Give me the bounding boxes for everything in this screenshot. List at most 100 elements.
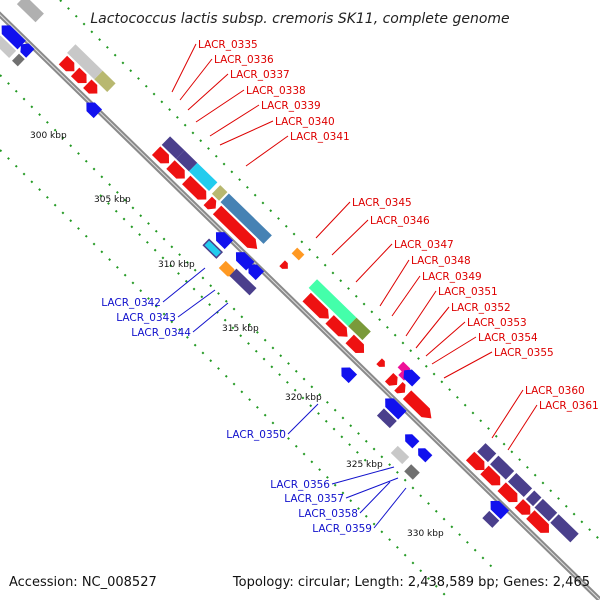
- cluster-blue-3: [248, 264, 265, 281]
- cog-block: [534, 498, 558, 522]
- gene-label-lacr-0359: LACR_0359: [312, 523, 372, 535]
- cog-block: [490, 455, 515, 480]
- forward-gene-labels: LACR_0335 LACR_0336 LACR_0337 LACR_0338 …: [198, 39, 599, 412]
- gene-label-lacr-0356: LACR_0356: [270, 479, 330, 491]
- gene-label-lacr-0341: LACR_0341: [290, 131, 350, 143]
- cluster-blue-1: [215, 232, 234, 250]
- cog-ring-outer: [0, 35, 500, 528]
- gene-label-lacr-0336: LACR_0336: [214, 54, 274, 66]
- tick-label-310: 310 kbp: [158, 260, 195, 270]
- forward-gene: [212, 205, 258, 249]
- cog-block: [211, 185, 228, 201]
- forward-gene: [465, 451, 485, 471]
- reverse-gene-labels: LACR_0342 LACR_0343 LACR_0344 LACR_0350 …: [101, 297, 372, 535]
- gene-label-lacr-0353: LACR_0353: [467, 317, 527, 329]
- cog-block: [376, 408, 397, 429]
- gene-label-lacr-0352: LACR_0352: [451, 302, 511, 314]
- forward-gene: [497, 482, 518, 503]
- cluster-0359: [418, 448, 433, 463]
- tick-label-315: 315 kbp: [222, 324, 259, 334]
- cluster-0358: [405, 434, 420, 449]
- cluster-red-small: [279, 260, 288, 269]
- cog-block: [525, 490, 542, 507]
- cluster-0343: [218, 260, 235, 277]
- cog-block: [308, 279, 357, 327]
- cog-block: [16, 0, 44, 23]
- cog-block: [507, 473, 533, 498]
- cog-block: [0, 35, 17, 58]
- forward-gene: [402, 390, 432, 419]
- forward-gene: [394, 382, 406, 394]
- cluster-blue-4: [86, 102, 103, 119]
- forward-gene: [70, 67, 87, 84]
- gene-label-lacr-0348: LACR_0348: [411, 255, 471, 267]
- accession-text: Accession: NC_008527: [9, 575, 157, 590]
- forward-gene: [166, 160, 185, 179]
- tick-label-325: 325 kbp: [346, 460, 383, 470]
- gene-label-lacr-0355: LACR_0355: [494, 347, 554, 359]
- gene-label-lacr-0335: LACR_0335: [198, 39, 258, 51]
- reverse-gene: [1, 25, 26, 50]
- cluster-0342: [202, 238, 224, 259]
- tick-labels: 300 kbp 305 kbp 310 kbp 315 kbp 320 kbp …: [30, 131, 444, 539]
- gene-label-lacr-0358: LACR_0358: [298, 508, 358, 520]
- cluster-blue-5: [403, 369, 421, 387]
- forward-gene: [325, 315, 348, 337]
- forward-gene: [514, 499, 531, 515]
- forward-gene: [58, 55, 75, 72]
- forward-gene: [302, 292, 329, 319]
- cluster-red-pair: [376, 358, 385, 367]
- cog-block: [12, 53, 25, 67]
- cog-block: [94, 70, 116, 92]
- cog-block: [220, 193, 272, 244]
- gene-label-lacr-0357: LACR_0357: [284, 493, 344, 505]
- cluster-0344: [229, 268, 257, 296]
- forward-label-leaders: [171, 43, 538, 451]
- gene-label-lacr-0339: LACR_0339: [261, 100, 321, 112]
- gene-label-lacr-0344: LACR_0344: [131, 327, 191, 339]
- reverse-gene: [490, 500, 510, 520]
- tick-label-320: 320 kbp: [285, 393, 322, 403]
- map-title: Lactococcus lactis subsp. cremoris SK11,…: [90, 11, 509, 27]
- cog-ring-inner: [16, 0, 579, 543]
- cog-block: [550, 514, 579, 543]
- gene-label-lacr-0343: LACR_0343: [116, 312, 176, 324]
- cluster-orange: [291, 247, 305, 261]
- topology-text: Topology: circular; Length: 2,438,589 bp…: [232, 575, 590, 590]
- gene-label-lacr-0340: LACR_0340: [275, 116, 335, 128]
- gene-label-lacr-0342: LACR_0342: [101, 297, 161, 309]
- forward-gene: [526, 510, 549, 533]
- gene-label-lacr-0338: LACR_0338: [246, 85, 306, 97]
- gene-label-lacr-0347: LACR_0347: [394, 239, 454, 251]
- gene-label-lacr-0349: LACR_0349: [422, 271, 482, 283]
- gene-label-lacr-0360: LACR_0360: [525, 385, 585, 397]
- tick-label-300: 300 kbp: [30, 131, 67, 141]
- gene-label-lacr-0346: LACR_0346: [370, 215, 430, 227]
- forward-gene: [83, 79, 98, 94]
- forward-gene: [151, 146, 170, 164]
- forward-genes: [58, 55, 549, 533]
- cog-block: [348, 317, 371, 341]
- tick-label-330: 330 kbp: [407, 529, 444, 539]
- reverse-gene: [385, 398, 407, 420]
- gene-label-lacr-0354: LACR_0354: [478, 332, 538, 344]
- cog-block: [67, 44, 103, 80]
- cog-block: [176, 150, 198, 172]
- gene-label-lacr-0345: LACR_0345: [352, 197, 412, 209]
- cluster-0356: [390, 445, 410, 465]
- forward-gene: [480, 465, 501, 486]
- reverse-gene: [20, 43, 35, 58]
- forward-gene: [203, 196, 217, 210]
- gene-label-lacr-0337: LACR_0337: [230, 69, 290, 81]
- gene-label-lacr-0351: LACR_0351: [438, 286, 498, 298]
- cog-block: [477, 443, 497, 463]
- gene-label-lacr-0350: LACR_0350: [226, 429, 286, 441]
- guide-line-inner-1: [0, 74, 496, 571]
- cluster-0350: [341, 367, 358, 384]
- reverse-label-leaders: [162, 267, 407, 529]
- cluster-0357: [404, 464, 420, 480]
- tick-label-305: 305 kbp: [94, 195, 131, 205]
